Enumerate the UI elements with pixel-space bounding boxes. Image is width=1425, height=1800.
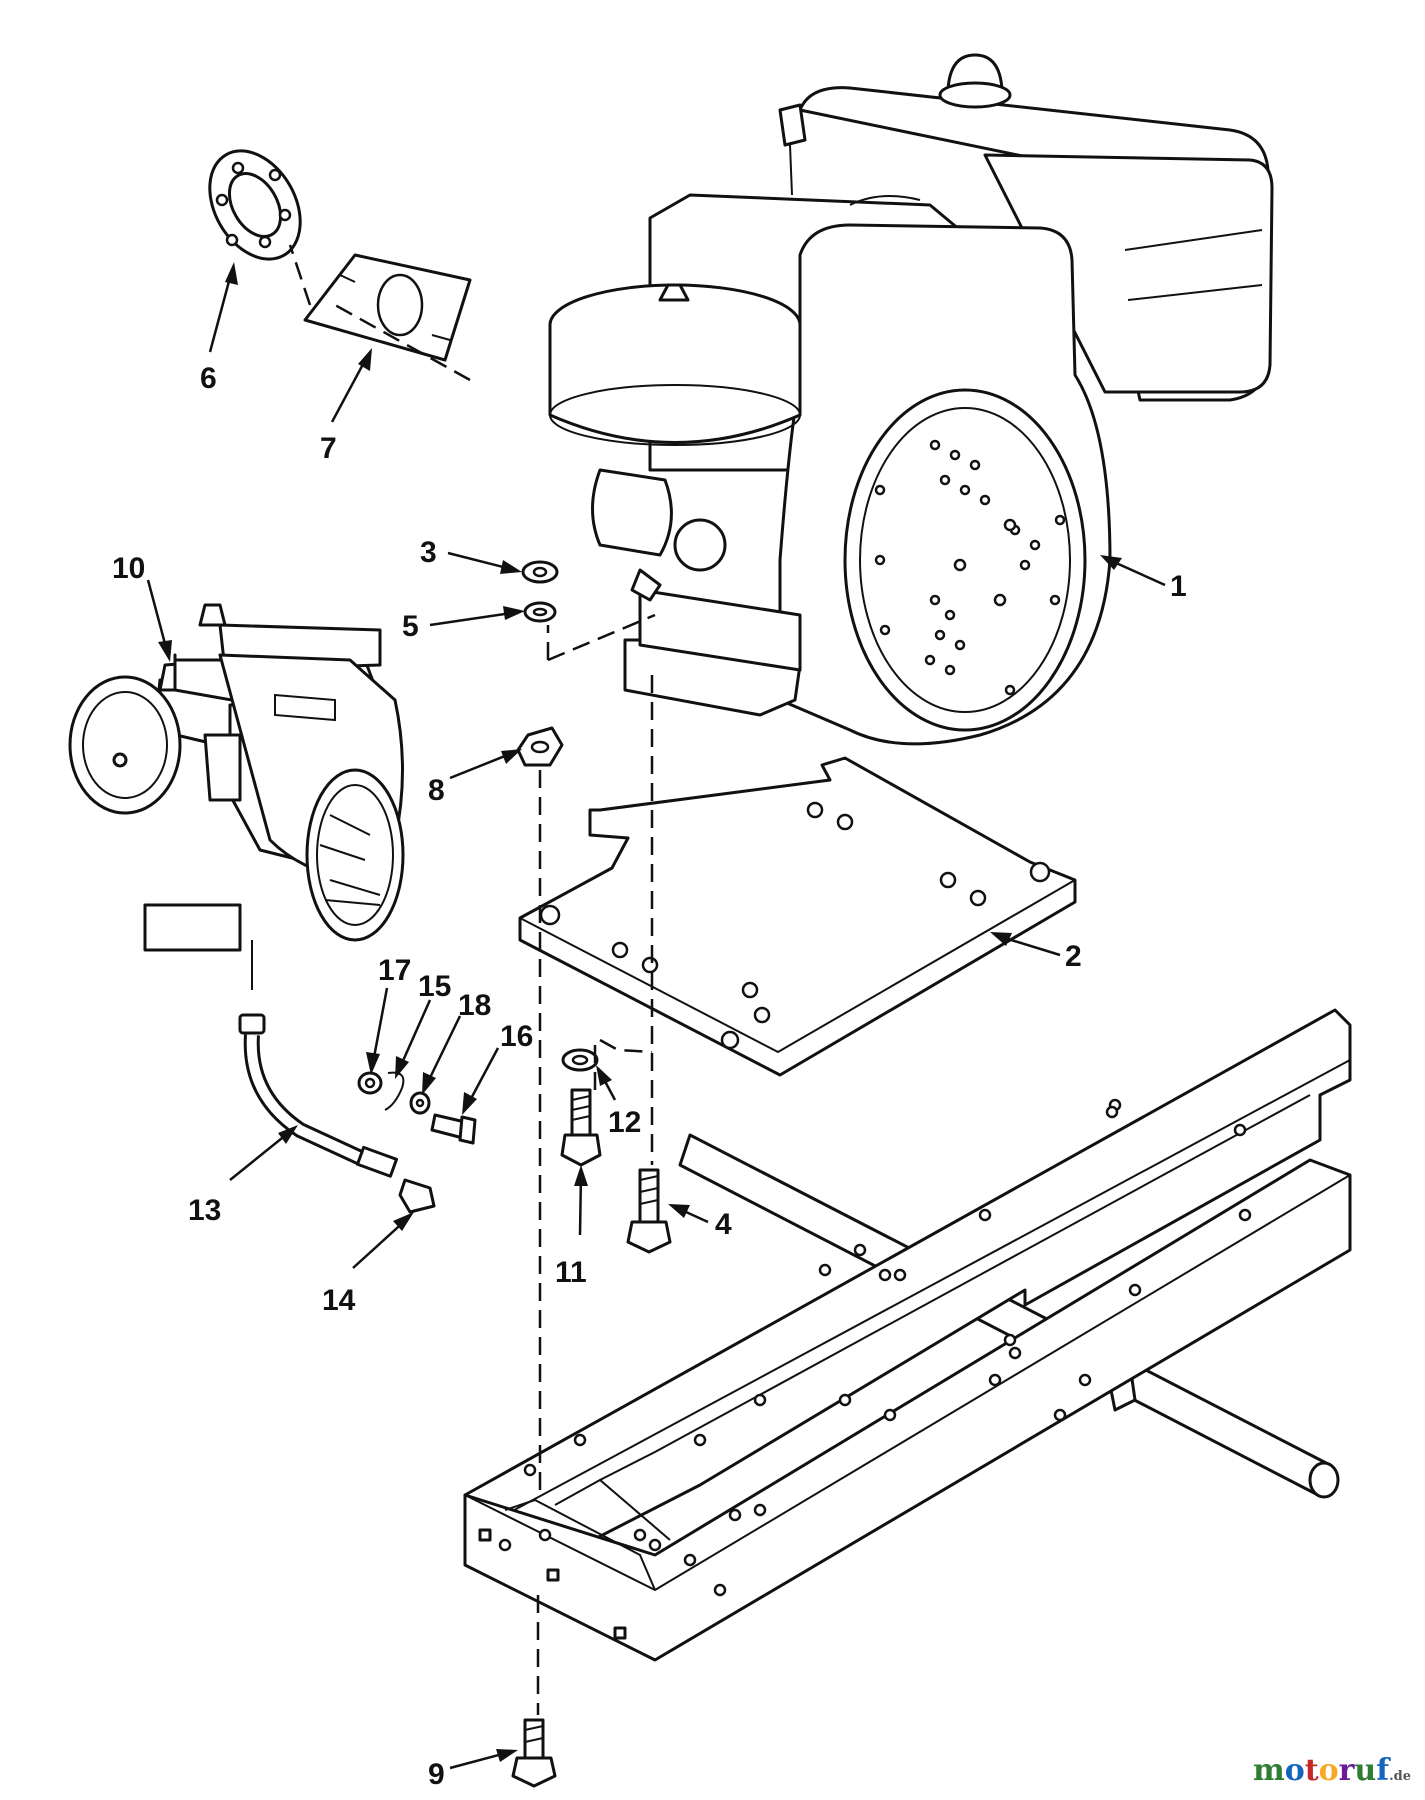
- callout-6: 6: [200, 362, 217, 395]
- callout-4: 4: [715, 1208, 732, 1241]
- washer-18: [409, 1091, 431, 1115]
- assembly-lines: [288, 244, 656, 1715]
- callout-2: 2: [1065, 940, 1082, 973]
- washer-12: [561, 1048, 599, 1072]
- nut-3: [521, 560, 559, 584]
- bolt-16: [430, 1113, 477, 1145]
- callout-17: 17: [378, 954, 411, 987]
- watermark-letter: m: [1252, 1753, 1285, 1788]
- callout-9: 9: [428, 1758, 445, 1791]
- leaders: [146, 262, 1166, 1770]
- engine-alternate: [68, 603, 405, 952]
- callout-18: 18: [458, 989, 491, 1022]
- callout-labels: 1 2 3 4 5 6 7 8 9 10 11 12 13 14 15 16 1…: [112, 362, 1187, 1791]
- watermark-letter: u: [1354, 1753, 1377, 1788]
- callout-5: 5: [402, 610, 419, 643]
- flywheel-screen-holes: [874, 439, 1066, 696]
- mounting-plate: [518, 756, 1077, 1077]
- watermark-letter: r: [1338, 1753, 1355, 1788]
- bolt-11: [560, 1088, 602, 1167]
- nut-17: [357, 1071, 383, 1095]
- callout-8: 8: [428, 774, 445, 807]
- callout-16: 16: [500, 1020, 533, 1053]
- callout-3: 3: [420, 536, 437, 569]
- callout-12: 12: [608, 1106, 641, 1139]
- watermark-logo: motoruf.de: [1253, 1753, 1411, 1788]
- fuel-line-cap: [398, 1178, 436, 1214]
- watermark-letter: o: [1318, 1753, 1339, 1788]
- callout-10: 10: [112, 552, 145, 585]
- engine-main: [548, 53, 1274, 746]
- bolt-9: [511, 1718, 557, 1788]
- fuel-line: [238, 940, 399, 1178]
- bearing: [208, 149, 302, 261]
- callout-1: 1: [1170, 570, 1187, 603]
- nut-8: [516, 726, 564, 767]
- clip-15: [384, 1071, 405, 1111]
- bolt-4: [626, 1168, 672, 1254]
- callout-14: 14: [322, 1284, 356, 1317]
- frame: [463, 1008, 1352, 1662]
- callout-7: 7: [320, 432, 337, 465]
- gasket: [303, 253, 472, 362]
- callout-15: 15: [418, 970, 451, 1003]
- watermark-suffix: .de: [1389, 1769, 1411, 1784]
- watermark-letter: f: [1376, 1753, 1390, 1788]
- watermark-letter: t: [1304, 1753, 1319, 1788]
- watermark-letter: o: [1284, 1753, 1305, 1788]
- washer-5: [523, 601, 557, 623]
- callout-13: 13: [188, 1194, 221, 1227]
- callout-11: 11: [555, 1256, 587, 1289]
